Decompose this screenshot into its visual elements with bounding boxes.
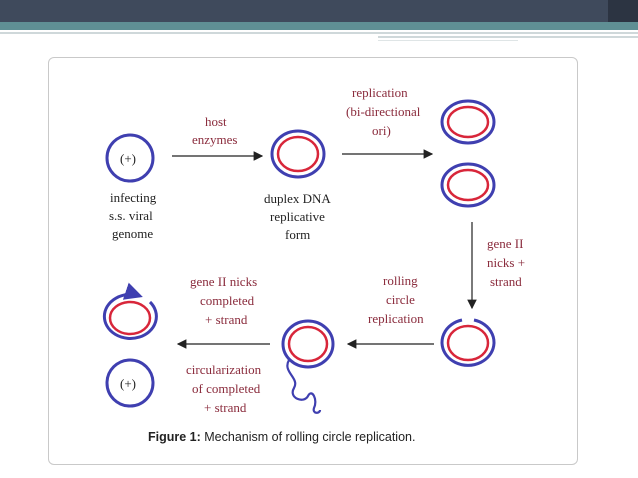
gene-nicks-line-1: gene II <box>487 236 523 251</box>
gene-completed-line-3: + strand <box>205 312 248 327</box>
plus-sign-1: (+) <box>120 151 136 166</box>
daughter-bottom-inner <box>446 168 490 202</box>
nicked-outer-strand <box>440 318 496 367</box>
rolling-inner-strand <box>287 325 329 363</box>
completed-inner-strand <box>108 300 152 336</box>
displaced-strand-tail <box>286 359 322 414</box>
header-rule-accent-thin <box>378 40 518 41</box>
circ-line-3: + strand <box>204 400 247 415</box>
duplex-inner-strand <box>276 135 320 173</box>
replication-line-1: replication <box>352 85 408 100</box>
gene-completed-line-2: completed <box>200 293 255 308</box>
replication-line-3: ori) <box>372 123 391 138</box>
header-rule-accent <box>378 36 638 38</box>
circ-line-2: of completed <box>192 381 261 396</box>
completed-outer-strand <box>102 282 158 340</box>
gene-nicks-line-2: nicks + <box>487 255 525 270</box>
banner-teal-stripe <box>0 22 638 30</box>
ss-genome-circle <box>105 133 155 183</box>
circ-line-1: circularization <box>186 362 262 377</box>
gene-completed-line-1: gene II nicks <box>190 274 257 289</box>
duplex-line-3: form <box>285 227 310 242</box>
rolling-line-2: circle <box>386 292 415 307</box>
gene-nicks-line-3: strand <box>490 274 522 289</box>
banner-corner-block <box>608 0 638 22</box>
rolling-line-1: rolling <box>383 273 418 288</box>
caption-text: Mechanism of rolling circle replication. <box>200 430 416 444</box>
replication-line-2: (bi-directional <box>346 104 421 119</box>
infecting-line-1: infecting <box>110 190 157 205</box>
duplex-line-1: duplex DNA <box>264 191 331 206</box>
host-enzymes-line-2: enzymes <box>192 132 237 147</box>
duplex-outer-strand <box>270 129 326 179</box>
rolling-line-3: replication <box>368 311 424 326</box>
figure-frame <box>48 57 578 465</box>
figure-caption: Figure 1: Mechanism of rolling circle re… <box>148 430 415 444</box>
top-banner <box>0 0 638 30</box>
infecting-line-2: s.s. viral <box>109 208 153 223</box>
rolling-outer-strand <box>281 319 335 369</box>
nicked-inner-strand <box>446 324 490 362</box>
plus-sign-2: (+) <box>120 376 136 391</box>
daughter-top-inner <box>446 105 490 139</box>
duplex-line-2: replicative <box>270 209 325 224</box>
infecting-line-3: genome <box>112 226 153 241</box>
host-enzymes-line-1: host <box>205 114 227 129</box>
caption-prefix: Figure 1: <box>148 430 201 444</box>
daughter-bottom-outer <box>440 162 496 208</box>
header-rule <box>0 32 638 34</box>
daughter-top-outer <box>440 99 496 145</box>
new-ss-genome-circle <box>105 358 155 408</box>
